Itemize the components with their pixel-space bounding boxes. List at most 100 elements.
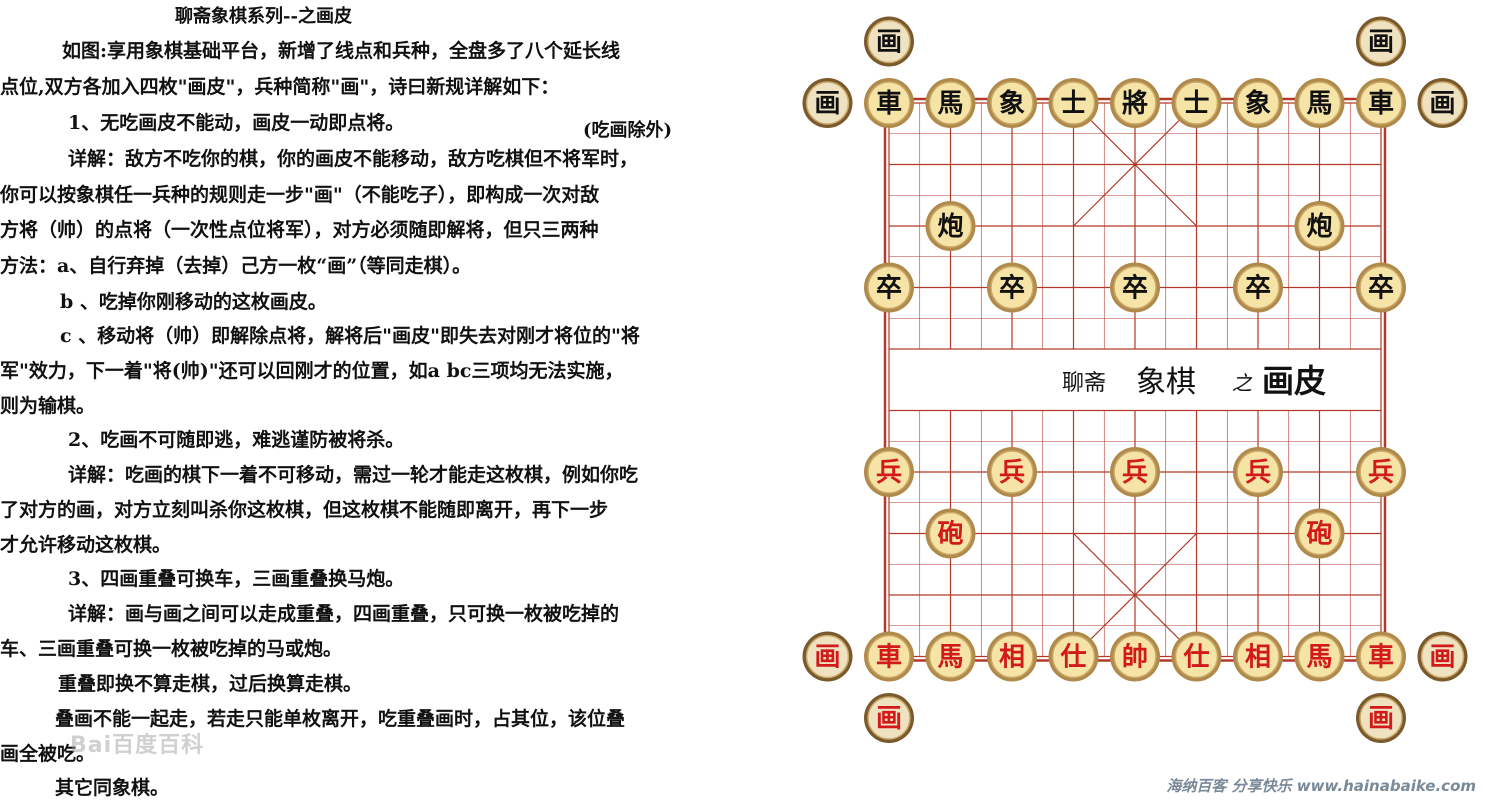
piece-black[interactable]: 士 bbox=[1048, 78, 1099, 128]
piece-label: 兵 bbox=[999, 458, 1025, 488]
text-line: 画全被吃。 bbox=[0, 743, 96, 765]
text-line: 3、四画重叠可换车，三画重叠换马炮。 bbox=[68, 568, 405, 590]
piece-black[interactable]: 画 bbox=[802, 78, 853, 128]
piece-face bbox=[805, 634, 850, 679]
piece-label: 車 bbox=[1368, 643, 1394, 673]
piece-red[interactable]: 兵 bbox=[1233, 447, 1283, 497]
piece-label: 画 bbox=[1429, 89, 1455, 119]
piece-label: 兵 bbox=[1368, 458, 1394, 488]
piece-label: 卒 bbox=[999, 273, 1025, 304]
piece-face bbox=[1297, 634, 1342, 679]
piece-black[interactable]: 卒 bbox=[1233, 262, 1283, 313]
piece-black[interactable]: 士 bbox=[1171, 78, 1222, 128]
text-line: 才允许移动这枚棋。 bbox=[0, 534, 172, 556]
piece-face bbox=[867, 19, 911, 64]
text-line: 其它同象棋。 bbox=[55, 777, 170, 799]
piece-red[interactable]: 兵 bbox=[1356, 447, 1406, 497]
piece-black[interactable]: 馬 bbox=[925, 78, 976, 128]
text-line: 军"效力，下一着"将(帅)"还可以回刚才的位置，如a bc三项均无法实施， bbox=[0, 360, 624, 382]
piece-black[interactable]: 炮 bbox=[925, 201, 976, 251]
piece-red[interactable]: 兵 bbox=[987, 447, 1037, 497]
piece-black[interactable]: 画 bbox=[1417, 78, 1468, 128]
palace-diagonal bbox=[1073, 533, 1197, 657]
piece-red[interactable]: 砲 bbox=[925, 508, 976, 559]
piece-label: 画 bbox=[1368, 28, 1394, 58]
text-line: 方法：a、自行弃掉（去掉）己方一枚“画”（等同走棋）。 bbox=[0, 255, 472, 277]
piece-red[interactable]: 画 bbox=[802, 631, 853, 682]
piece-red[interactable]: 車 bbox=[864, 631, 914, 682]
piece-label: 士 bbox=[1060, 89, 1086, 119]
piece-label: 卒 bbox=[876, 273, 902, 304]
piece-face bbox=[1236, 450, 1280, 494]
piece-black[interactable]: 象 bbox=[1233, 78, 1283, 128]
piece-label: 画 bbox=[1368, 704, 1394, 734]
piece-red[interactable]: 相 bbox=[987, 631, 1037, 682]
piece-label: 將 bbox=[1122, 89, 1148, 119]
piece-label: 馬 bbox=[937, 89, 963, 119]
text-line: 点位,双方各加入四枚"画皮"，兵种简称"画"，诗曰新规详解如下： bbox=[0, 76, 560, 98]
piece-red[interactable]: 仕 bbox=[1048, 631, 1099, 682]
piece-black[interactable]: 車 bbox=[1356, 78, 1406, 128]
piece-black[interactable]: 卒 bbox=[987, 262, 1037, 313]
text-line: 则为输棋。 bbox=[0, 395, 96, 417]
text-line: 方将（帅）的点将（一次性点位将军），对方必须随即解将，但只三两种 bbox=[0, 219, 599, 241]
piece-black[interactable]: 車 bbox=[864, 78, 914, 128]
piece-face bbox=[990, 265, 1034, 310]
piece-red[interactable]: 画 bbox=[864, 693, 914, 743]
piece-red[interactable]: 馬 bbox=[1294, 631, 1345, 682]
piece-face bbox=[1359, 265, 1403, 310]
piece-label: 帥 bbox=[1122, 643, 1148, 673]
piece-label: 画 bbox=[876, 704, 902, 734]
piece-red[interactable]: 帥 bbox=[1110, 631, 1160, 682]
piece-face bbox=[1420, 634, 1465, 679]
text-line: 如图:享用象棋基础平台，新增了线点和兵种，全盘多了八个延长线 bbox=[62, 40, 621, 62]
piece-face bbox=[1113, 81, 1157, 125]
piece-black[interactable]: 卒 bbox=[864, 262, 914, 313]
piece-face bbox=[1359, 696, 1403, 740]
river-text-liaozhai: 聊斋 bbox=[1062, 371, 1106, 396]
piece-face bbox=[1297, 511, 1342, 556]
piece-label: 相 bbox=[1245, 643, 1271, 673]
piece-face bbox=[1297, 81, 1342, 125]
piece-face bbox=[990, 634, 1034, 679]
piece-red[interactable]: 兵 bbox=[864, 447, 914, 497]
piece-label: 炮 bbox=[937, 211, 963, 242]
palace-diagonal bbox=[1073, 102, 1197, 227]
piece-label: 兵 bbox=[1245, 458, 1271, 488]
piece-black[interactable]: 画 bbox=[1356, 16, 1406, 67]
piece-face bbox=[1051, 634, 1096, 679]
river-text-xiangqi: 象棋 bbox=[1136, 365, 1196, 400]
piece-label: 象 bbox=[999, 88, 1025, 119]
piece-label: 士 bbox=[1183, 89, 1209, 119]
piece-black[interactable]: 馬 bbox=[1294, 78, 1345, 128]
piece-face bbox=[1359, 450, 1403, 494]
piece-red[interactable]: 画 bbox=[1417, 631, 1468, 682]
rules-text-panel: 聊斋象棋系列--之画皮 如图:享用象棋基础平台，新增了线点和兵种，全盘多了八个延… bbox=[0, 6, 672, 799]
piece-face bbox=[928, 204, 973, 248]
piece-black[interactable]: 卒 bbox=[1110, 262, 1160, 313]
piece-black[interactable]: 画 bbox=[864, 16, 914, 67]
piece-face bbox=[1113, 265, 1157, 310]
piece-label: 仕 bbox=[1059, 643, 1086, 673]
piece-red[interactable]: 兵 bbox=[1110, 447, 1160, 497]
piece-black[interactable]: 卒 bbox=[1356, 262, 1406, 313]
piece-label: 卒 bbox=[1368, 273, 1394, 304]
piece-face bbox=[1113, 634, 1157, 679]
piece-face bbox=[1174, 81, 1219, 125]
piece-red[interactable]: 仕 bbox=[1171, 631, 1222, 682]
piece-red[interactable]: 画 bbox=[1356, 693, 1406, 743]
piece-face bbox=[1174, 634, 1219, 679]
piece-face bbox=[867, 265, 911, 310]
piece-red[interactable]: 相 bbox=[1233, 631, 1283, 682]
piece-label: 象 bbox=[1245, 88, 1271, 119]
text-line: 详解：吃画的棋下一着不可移动，需过一轮才能走这枚棋，例如你吃 bbox=[68, 464, 639, 486]
piece-red[interactable]: 車 bbox=[1356, 631, 1406, 682]
piece-black[interactable]: 將 bbox=[1110, 78, 1160, 128]
piece-label: 画 bbox=[1429, 643, 1455, 673]
river-text-zhi: 之 bbox=[1232, 371, 1253, 395]
piece-red[interactable]: 砲 bbox=[1294, 508, 1345, 559]
piece-red[interactable]: 馬 bbox=[925, 631, 976, 682]
piece-black[interactable]: 象 bbox=[987, 78, 1037, 128]
piece-black[interactable]: 炮 bbox=[1294, 201, 1345, 251]
piece-label: 相 bbox=[999, 643, 1025, 673]
